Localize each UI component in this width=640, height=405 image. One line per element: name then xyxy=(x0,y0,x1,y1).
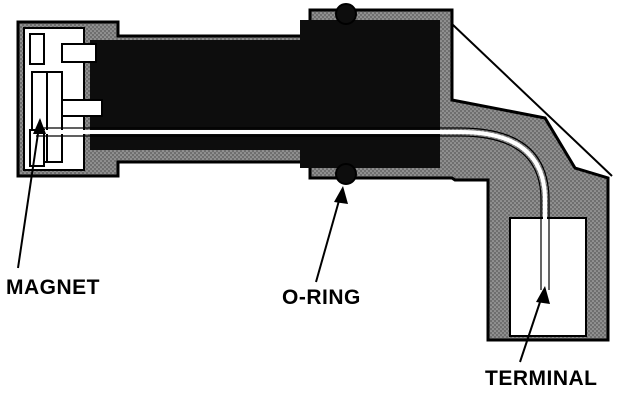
magnet-label: MAGNET xyxy=(6,276,100,299)
outline-edge-top xyxy=(451,23,613,177)
magnet-leader-arrow xyxy=(33,118,46,134)
sensor-wire-outline xyxy=(36,135,542,290)
terminal-label: TERMINAL xyxy=(485,367,598,390)
terminal-leader-arrow xyxy=(536,286,550,304)
o-ring-bottom xyxy=(335,163,357,185)
magnet-upper-slot xyxy=(61,43,97,63)
sensor-core xyxy=(90,20,440,168)
o-ring-top xyxy=(335,3,357,25)
connector-cavity xyxy=(509,217,587,337)
magnet-leader-line xyxy=(17,119,41,269)
magnet-left-tab-top xyxy=(29,33,45,65)
sensor-wire xyxy=(36,130,547,290)
sensor-wire-outline-2 xyxy=(36,127,550,290)
magnet-lower-slot xyxy=(61,99,103,117)
o-ring-leader-line xyxy=(315,189,343,283)
o-ring-leader-arrow xyxy=(334,186,348,204)
o-ring-label: O-RING xyxy=(282,286,361,309)
